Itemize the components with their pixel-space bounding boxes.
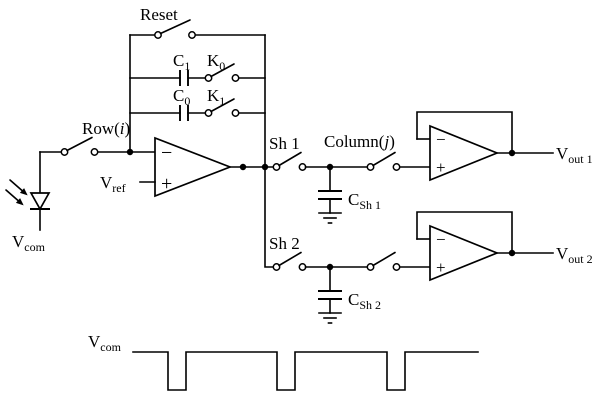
waveform-vcom-label: Vcom <box>88 332 122 354</box>
reset-label: Reset <box>140 5 178 24</box>
ground-icon <box>318 312 342 324</box>
light-arrow-icon <box>9 179 28 196</box>
switch-k1 <box>204 98 240 117</box>
row-label: Row(i) <box>82 119 130 138</box>
k1-label: K1 <box>207 86 225 108</box>
capacitor-c1 <box>179 70 189 86</box>
light-arrow-line <box>9 179 23 192</box>
sh2-label: Sh 2 <box>269 234 300 253</box>
column2-switch-contact <box>392 263 401 271</box>
vcom-label: Vcom <box>12 232 46 254</box>
column2-switch-contact <box>366 263 375 271</box>
row-switch <box>60 136 99 156</box>
sh1-switch <box>272 151 307 171</box>
sh1-switch-contact <box>272 163 281 171</box>
feedback-network: Reset C1 K0 C0 K1 <box>129 5 266 168</box>
junction-dot <box>239 163 247 171</box>
column2-switch-arm <box>372 251 396 267</box>
junction-dot <box>508 149 516 157</box>
vcom-waveform: Vcom <box>88 332 479 391</box>
column1-switch <box>366 151 401 171</box>
reset-switch <box>154 19 196 39</box>
buffer1-plus-sign: + <box>436 158 446 177</box>
switch-k0 <box>204 63 240 82</box>
light-arrow-icon <box>5 189 24 206</box>
buffer2-minus-sign: − <box>436 230 446 249</box>
ground-icon <box>318 212 342 224</box>
photodiode-triangle <box>29 192 51 211</box>
vout1-label: Vout 1 <box>556 144 593 166</box>
junction-dot <box>126 148 134 156</box>
csh1-label: CSh 1 <box>348 190 381 212</box>
column1-switch-contact <box>366 163 375 171</box>
sh2-branch-wire <box>264 166 275 268</box>
integrator-opamp: − + Vref <box>100 136 275 198</box>
vref-label: Vref <box>100 173 126 195</box>
k0-switch-contact <box>204 74 213 82</box>
column-label: Column(j) <box>324 132 395 151</box>
sh2-switch-contact <box>272 263 281 271</box>
sh2-switch <box>272 251 307 271</box>
column2-switch <box>366 251 401 271</box>
opamp-minus-sign: − <box>161 142 172 164</box>
buffer2-feedback-wire <box>416 211 513 254</box>
capacitor-c0 <box>179 105 189 121</box>
buffer-opamp-2: − + Vout 2 <box>416 211 593 282</box>
input-stage: Row(i) Vcom <box>5 119 156 254</box>
light-arrow-head <box>19 188 28 196</box>
c0-label: C0 <box>173 86 190 108</box>
column1-switch-contact <box>392 163 401 171</box>
capacitor-csh1: CSh 1 <box>318 166 381 224</box>
buffer1-triangle <box>429 124 500 182</box>
buffer-opamp-1: − + Vout 1 <box>416 111 593 182</box>
photodiode: Vcom <box>5 151 51 254</box>
row-switch-arm <box>66 136 93 152</box>
junction-dot <box>508 249 516 257</box>
sh1-switch-arm <box>278 151 302 167</box>
reset-switch-contact <box>154 31 162 39</box>
csh2-label: CSh 2 <box>348 290 381 312</box>
k0-switch-arm <box>210 63 235 78</box>
k1-switch-arm <box>210 98 235 113</box>
buffer1-feedback-wire <box>416 111 513 154</box>
reset-switch-contact <box>188 31 196 39</box>
opamp-plus-sign: + <box>161 173 172 195</box>
reset-switch-arm <box>159 19 191 35</box>
sample-hold-2: Sh 2 CSh 2 <box>264 166 431 324</box>
k1-switch-contact <box>204 109 213 117</box>
light-arrow-line <box>5 189 19 202</box>
row-switch-contact <box>60 148 69 156</box>
light-arrow-head <box>15 198 24 206</box>
buffer2-plus-sign: + <box>436 258 446 277</box>
row-switch-contact <box>90 148 99 156</box>
sample-hold-1: Sh 1 Column(j) CSh 1 <box>269 132 431 224</box>
buffer1-minus-sign: − <box>436 130 446 149</box>
opamp-triangle <box>154 136 233 198</box>
k0-label: K0 <box>207 51 225 73</box>
sh1-label: Sh 1 <box>269 134 300 153</box>
c1-label: C1 <box>173 51 190 73</box>
sh2-switch-arm <box>278 251 302 267</box>
k0-switch-contact <box>231 74 240 82</box>
column1-switch-arm <box>372 151 396 167</box>
vout2-label: Vout 2 <box>556 244 593 266</box>
buffer2-triangle <box>429 224 500 282</box>
capacitor-csh2: CSh 2 <box>318 266 381 324</box>
waveform-trace <box>132 351 479 391</box>
k1-switch-contact <box>231 109 240 117</box>
